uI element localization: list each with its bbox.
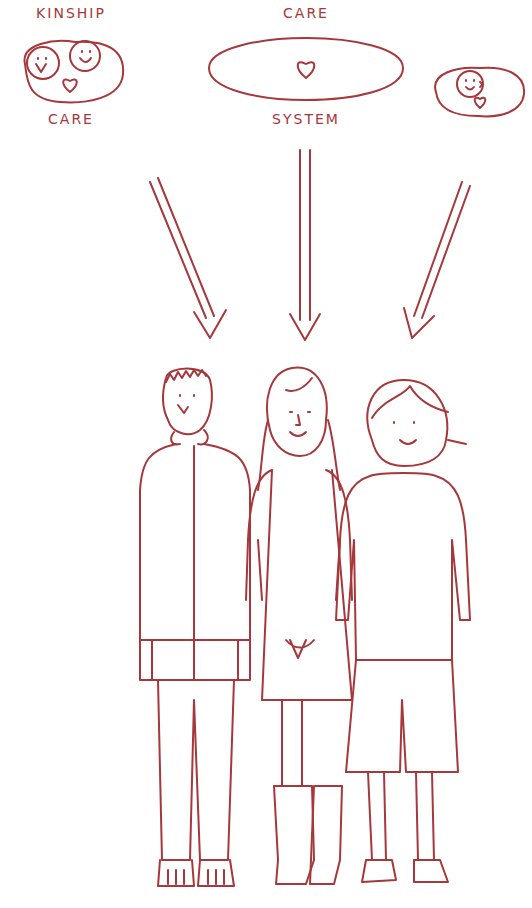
blob-label: SYSTEM <box>268 110 344 128</box>
blob-outline <box>201 4 411 128</box>
blob-shape <box>209 38 403 100</box>
faces <box>27 41 100 92</box>
single-child-blob <box>435 68 524 117</box>
blob-node: KINSHIP CARE <box>15 4 127 128</box>
blob-node: CARE SYSTEM <box>201 4 411 128</box>
blob-label: CARE <box>44 110 98 128</box>
man-figure <box>140 369 250 887</box>
blob-label: KINSHIP <box>32 4 110 22</box>
arrows <box>150 150 470 340</box>
blob-outline <box>15 4 127 128</box>
blob-label: CARE <box>279 4 333 22</box>
blob-shape <box>25 41 124 103</box>
woman-figure <box>246 368 352 884</box>
heart <box>298 62 315 78</box>
girl-figure <box>336 380 470 882</box>
